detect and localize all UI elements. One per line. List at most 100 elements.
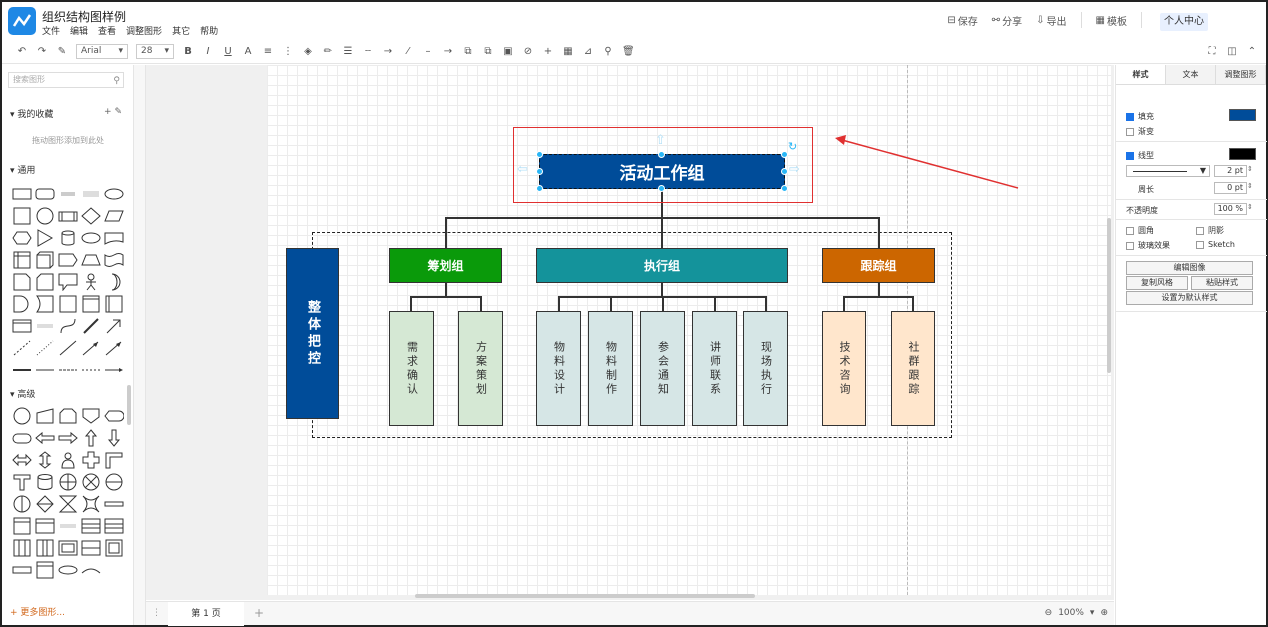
user-center-button[interactable]: 个人中心 xyxy=(1160,13,1208,31)
resize-handle[interactable] xyxy=(781,185,788,192)
shape-moon[interactable] xyxy=(102,271,125,293)
canvas-vscrollbar[interactable] xyxy=(1107,218,1111,373)
shape-adv-link-bar[interactable] xyxy=(102,493,125,515)
shape-cloud[interactable] xyxy=(79,227,102,249)
shape-frame[interactable] xyxy=(56,293,79,315)
align-icon[interactable]: ≡ xyxy=(263,45,273,57)
collapse-icon[interactable]: ⌃ xyxy=(1247,45,1257,57)
shape-text[interactable] xyxy=(56,183,79,205)
shape-internal-storage[interactable] xyxy=(10,249,33,271)
italic-icon[interactable]: I xyxy=(206,45,210,57)
to-front-icon[interactable]: ⧉ xyxy=(464,45,472,57)
line-pattern-select[interactable]: ▼ xyxy=(1126,165,1210,177)
shape-adv-circle[interactable] xyxy=(10,405,33,427)
leaf-node[interactable]: 参会通知 xyxy=(640,311,685,426)
rounded-checkbox[interactable] xyxy=(1126,226,1134,235)
shape-connector-2[interactable] xyxy=(56,359,79,381)
shape-adv-left-arrow[interactable] xyxy=(33,427,56,449)
shadow-checkbox[interactable] xyxy=(1196,226,1204,235)
zoom-dropdown-icon[interactable]: ▾ xyxy=(1089,608,1095,618)
underline-icon[interactable]: U xyxy=(224,45,232,57)
shape-dotted-line[interactable] xyxy=(33,337,56,359)
shape-container[interactable] xyxy=(79,293,102,315)
shape-link[interactable] xyxy=(102,337,125,359)
fill-color-icon[interactable]: ◈ xyxy=(304,45,312,57)
shape-adv-tree-3[interactable] xyxy=(102,537,125,559)
shape-horizontal-line[interactable] xyxy=(10,359,33,381)
leaf-node[interactable]: 物料制作 xyxy=(588,311,633,426)
font-color-icon[interactable]: A xyxy=(244,45,252,57)
resize-handle[interactable] xyxy=(536,168,543,175)
menu-edit[interactable]: 编辑 xyxy=(70,27,89,37)
zoom-out-icon[interactable]: ⊖ xyxy=(1044,608,1053,618)
clone-right-arrow-icon[interactable]: ⇨ xyxy=(789,162,800,177)
group-node-planning[interactable]: 筹划组 xyxy=(389,248,502,283)
shape-actor[interactable] xyxy=(79,271,102,293)
shape-card[interactable] xyxy=(33,271,56,293)
tab-arrange[interactable]: 调整图形 xyxy=(1216,65,1266,84)
shape-adv-terminator[interactable] xyxy=(10,427,33,449)
clone-up-arrow-icon[interactable]: ⇧ xyxy=(655,133,666,148)
line-option[interactable]: 线型 xyxy=(1126,150,1154,161)
shape-adv-down-arrow[interactable] xyxy=(102,427,125,449)
shape-trapezoid[interactable] xyxy=(79,249,102,271)
shape-hexagon[interactable] xyxy=(10,227,33,249)
shape-square[interactable] xyxy=(10,205,33,227)
line-color-icon[interactable]: ✏ xyxy=(323,45,333,57)
menu-file[interactable]: 文件 xyxy=(42,27,61,37)
undo-icon[interactable]: ↶ xyxy=(17,45,27,57)
line-width-input[interactable]: 2 pt xyxy=(1214,165,1247,177)
shape-diamond[interactable] xyxy=(79,205,102,227)
save-button[interactable]: ⊟保存 xyxy=(947,14,978,28)
connector-icon[interactable]: → xyxy=(383,45,393,57)
format-panel-icon[interactable]: ◫ xyxy=(1227,45,1237,57)
add-favorite-icon[interactable]: + ✎ xyxy=(104,107,122,117)
leaf-node[interactable]: 物料设计 xyxy=(536,311,581,426)
shape-step[interactable] xyxy=(56,249,79,271)
shape-adv-right-arrow[interactable] xyxy=(56,427,79,449)
fill-checkbox[interactable] xyxy=(1126,112,1134,121)
clone-left-arrow-icon[interactable]: ⇦ xyxy=(517,162,528,177)
shape-parallelogram[interactable] xyxy=(102,205,125,227)
search-input[interactable]: 搜索图形 ⚲ xyxy=(8,72,124,88)
rotate-handle-icon[interactable]: ↻ xyxy=(788,140,798,153)
rounded-option[interactable]: 圆角 xyxy=(1126,225,1154,236)
more-shapes-link[interactable]: + 更多图形... xyxy=(10,608,65,618)
shape-connector-1[interactable] xyxy=(33,359,56,381)
fullscreen-icon[interactable]: ⛶ xyxy=(1208,45,1216,57)
shape-adv-window[interactable] xyxy=(33,515,56,537)
set-default-style-button[interactable]: 设置为默认样式 xyxy=(1126,291,1253,305)
glass-option[interactable]: 玻璃效果 xyxy=(1126,240,1170,251)
menu-arrange[interactable]: 调整图形 xyxy=(126,27,163,37)
shape-adv-sort[interactable] xyxy=(33,493,56,515)
root-node[interactable]: 活动工作组 xyxy=(539,154,785,189)
link-icon[interactable]: ⊘ xyxy=(523,45,533,57)
leaf-node[interactable]: 需求确认 xyxy=(389,311,434,426)
sidebar-scrollbar[interactable] xyxy=(127,385,131,425)
shadow-option[interactable]: 阴影 xyxy=(1196,225,1224,236)
sidebar-splitter[interactable] xyxy=(134,65,146,625)
page-tab-1[interactable]: 第 1 页 xyxy=(168,602,244,626)
shape-adv-tree-1[interactable] xyxy=(56,537,79,559)
group-node-execution[interactable]: 执行组 xyxy=(536,248,788,283)
paste-style-button[interactable]: 粘贴样式 xyxy=(1191,276,1253,290)
opacity-input[interactable]: 100 % xyxy=(1214,203,1247,215)
shape-adv-manual-input[interactable] xyxy=(33,405,56,427)
shape-connector-4[interactable] xyxy=(102,359,125,381)
shape-adv-list[interactable] xyxy=(56,515,79,537)
shape-adv-table-rows[interactable] xyxy=(79,515,102,537)
shape-adv-tree-2[interactable] xyxy=(79,537,102,559)
shape-triangle[interactable] xyxy=(33,227,56,249)
shape-adv-collate[interactable] xyxy=(56,493,79,515)
end-arrow-icon[interactable]: → xyxy=(443,45,453,57)
shape-adv-cross[interactable] xyxy=(79,449,102,471)
format-painter-icon[interactable]: ✎ xyxy=(57,45,67,57)
menu-other[interactable]: 其它 xyxy=(172,27,191,37)
shape-rounded-rect[interactable] xyxy=(33,183,56,205)
sketch-checkbox[interactable] xyxy=(1196,240,1204,249)
opacity-stepper[interactable]: ⇕ xyxy=(1247,203,1253,211)
leaf-node[interactable]: 技术咨询 xyxy=(822,311,866,426)
export-button[interactable]: ⇩导出 xyxy=(1036,14,1067,28)
document-title[interactable]: 组织结构图样例 xyxy=(42,10,127,24)
lock-icon[interactable]: ⚲ xyxy=(604,45,612,57)
